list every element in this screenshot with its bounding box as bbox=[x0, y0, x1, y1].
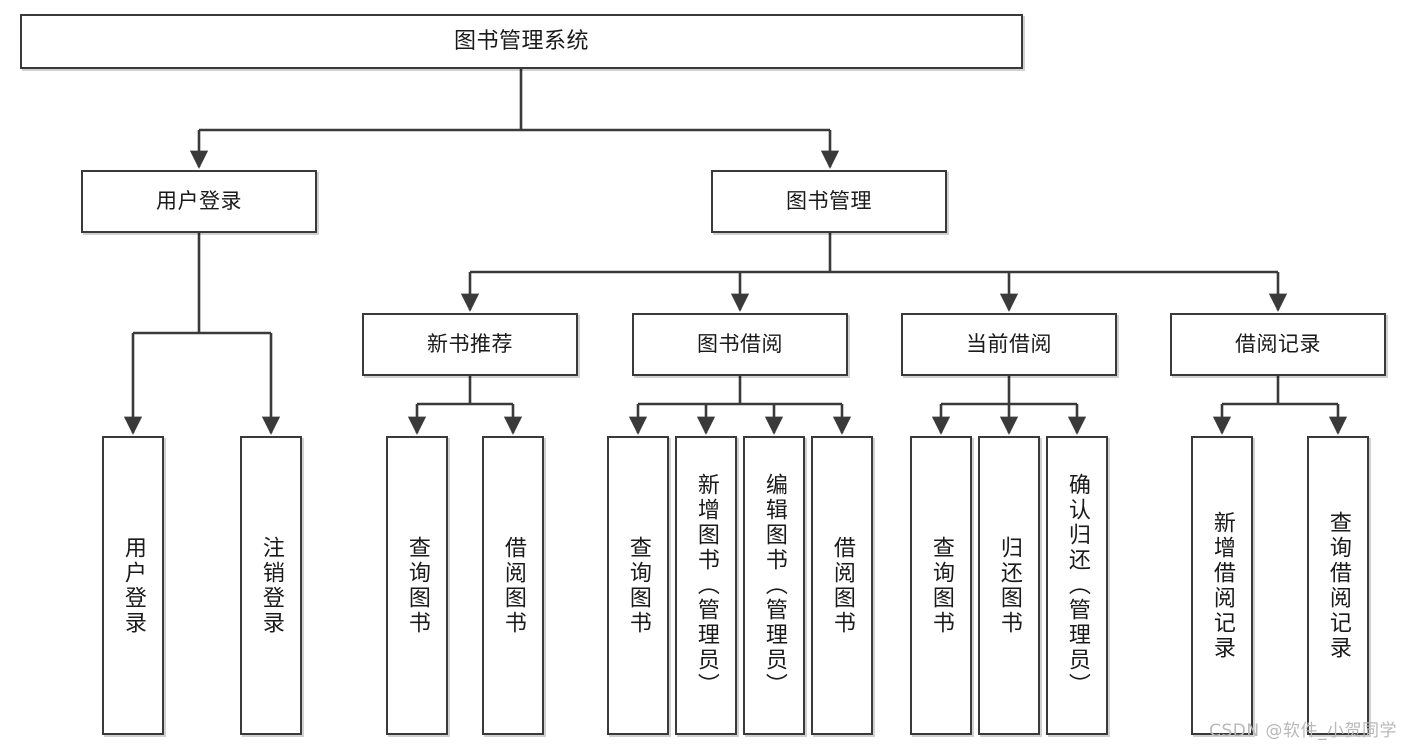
node-book-borrow-label: 图书借阅 bbox=[697, 332, 783, 357]
leaf-book-borrow-borrow[interactable]: 借阅图书 bbox=[811, 436, 873, 735]
node-current-borrow-label: 当前借阅 bbox=[966, 332, 1052, 357]
node-borrow-record[interactable]: 借阅记录 bbox=[1170, 313, 1386, 376]
node-new-book-recommend[interactable]: 新书推荐 bbox=[362, 313, 578, 376]
node-current-borrow[interactable]: 当前借阅 bbox=[901, 313, 1117, 376]
node-user-login[interactable]: 用户登录 bbox=[81, 170, 317, 233]
leaf-book-borrow-add[interactable]: 新增图书（管理员） bbox=[675, 436, 737, 735]
leaf-new-book-query[interactable]: 查询图书 bbox=[386, 436, 448, 735]
node-book-management-label: 图书管理 bbox=[786, 189, 872, 214]
leaf-new-book-query-label: 查询图书 bbox=[404, 535, 430, 636]
leaf-current-borrow-return[interactable]: 归还图书 bbox=[978, 436, 1040, 735]
node-root-system-label: 图书管理系统 bbox=[453, 28, 589, 54]
leaf-book-borrow-edit[interactable]: 编辑图书（管理员） bbox=[743, 436, 805, 735]
node-book-borrow[interactable]: 图书借阅 bbox=[632, 313, 848, 376]
leaf-book-borrow-query-label: 查询图书 bbox=[625, 535, 651, 636]
leaf-current-borrow-query[interactable]: 查询图书 bbox=[910, 436, 972, 735]
leaf-current-borrow-query-label: 查询图书 bbox=[928, 535, 954, 636]
node-user-login-label: 用户登录 bbox=[156, 189, 242, 214]
leaf-borrow-record-add[interactable]: 新增借阅记录 bbox=[1191, 436, 1253, 735]
leaf-current-borrow-return-label: 归还图书 bbox=[996, 535, 1022, 636]
leaf-borrow-record-add-label: 新增借阅记录 bbox=[1209, 510, 1235, 661]
leaf-book-borrow-borrow-label: 借阅图书 bbox=[829, 535, 855, 636]
leaf-book-borrow-query[interactable]: 查询图书 bbox=[607, 436, 669, 735]
node-root-system[interactable]: 图书管理系统 bbox=[20, 14, 1023, 69]
leaf-borrow-record-query[interactable]: 查询借阅记录 bbox=[1307, 436, 1369, 735]
csdn-watermark: CSDN @软件_小贺同学 bbox=[1209, 721, 1397, 741]
leaf-user-login-logout-label: 注销登录 bbox=[258, 535, 284, 636]
leaf-user-login-logout[interactable]: 注销登录 bbox=[240, 436, 302, 735]
leaf-user-login-login[interactable]: 用户登录 bbox=[102, 436, 164, 735]
node-book-management[interactable]: 图书管理 bbox=[711, 170, 947, 233]
leaf-current-borrow-confirm-label: 确认归还（管理员） bbox=[1064, 473, 1090, 698]
leaf-borrow-record-query-label: 查询借阅记录 bbox=[1325, 510, 1351, 661]
leaf-book-borrow-edit-label: 编辑图书（管理员） bbox=[761, 473, 787, 698]
node-new-book-recommend-label: 新书推荐 bbox=[427, 332, 513, 357]
leaf-new-book-borrow-label: 借阅图书 bbox=[500, 535, 526, 636]
leaf-book-borrow-add-label: 新增图书（管理员） bbox=[693, 473, 719, 698]
node-borrow-record-label: 借阅记录 bbox=[1235, 332, 1321, 357]
leaf-new-book-borrow[interactable]: 借阅图书 bbox=[482, 436, 544, 735]
leaf-user-login-login-label: 用户登录 bbox=[120, 535, 146, 636]
leaf-current-borrow-confirm[interactable]: 确认归还（管理员） bbox=[1046, 436, 1108, 735]
